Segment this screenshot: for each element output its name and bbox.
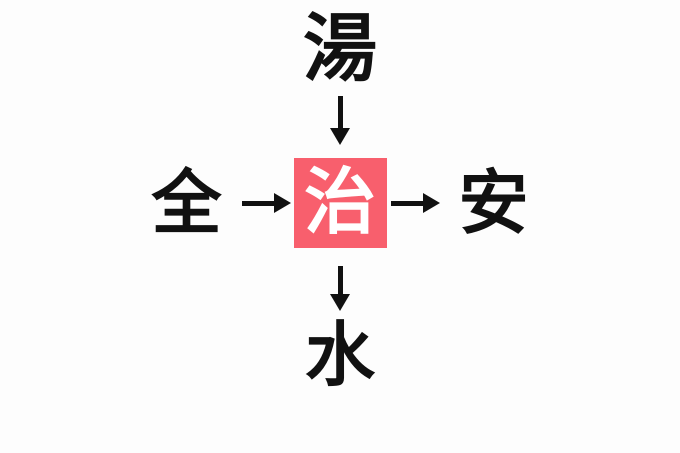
arrow-head [329, 128, 350, 145]
arrow-right-right-icon [387, 175, 443, 231]
arrow-down-top-icon [320, 96, 360, 146]
kanji-top: 湯 [303, 6, 377, 92]
arrow-shaft [241, 200, 280, 206]
kanji-right: 安 [458, 161, 529, 244]
arrow-right-left-icon [238, 175, 294, 231]
middle-row: 全 治 安 [0, 150, 680, 255]
arrow-down-bottom-icon [320, 266, 360, 312]
kanji-left: 全 [151, 161, 222, 244]
arrow-head [422, 192, 440, 213]
arrow-head [329, 294, 350, 311]
kanji-center: 治 [303, 159, 376, 244]
arrow-head [273, 192, 291, 213]
center-highlight-tile: 治 [293, 157, 387, 248]
arrow-shaft [390, 200, 429, 206]
arrow-shaft [337, 266, 343, 296]
arrow-shaft [337, 96, 343, 130]
kanji-bottom: 水 [305, 314, 375, 396]
